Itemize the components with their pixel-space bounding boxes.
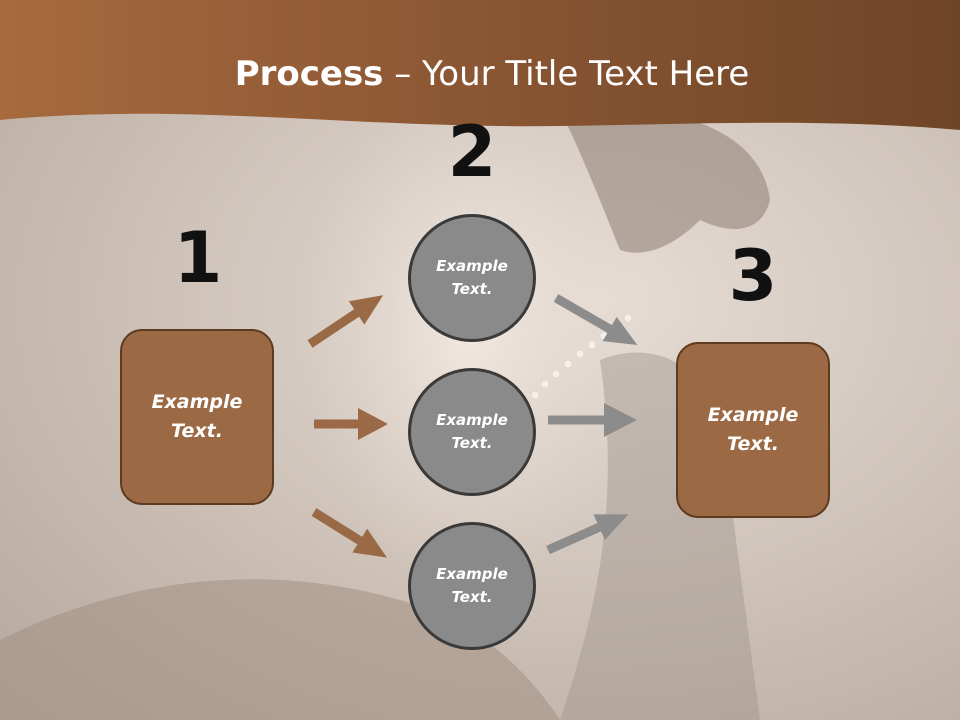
step-3-number: 3 (728, 235, 778, 317)
step-1-text: Example Text. (151, 391, 243, 442)
arrow-1-to-circle-1 (307, 295, 384, 348)
arrow-circle-1-to-3 (553, 294, 638, 345)
step-2-circle-2[interactable]: Example Text. (408, 368, 536, 496)
arrow-circle-2-to-3 (548, 403, 637, 437)
circle-3-text: Example Text. (436, 565, 508, 606)
step-1-number: 1 (173, 217, 223, 299)
header-band (0, 0, 960, 130)
step-2-circle-1[interactable]: Example Text. (408, 214, 536, 342)
title-rest: – Your Title Text Here (383, 54, 750, 94)
step-3-box[interactable]: Example Text. (676, 342, 830, 518)
arrow-1-to-circle-3 (311, 508, 387, 558)
slide-title: Process – Your Title Text Here (0, 52, 960, 96)
step-2-circle-3[interactable]: Example Text. (408, 522, 536, 650)
circle-2-text: Example Text. (436, 411, 508, 452)
arrow-circle-3-to-3 (546, 514, 629, 555)
step-2-number: 2 (447, 111, 497, 193)
step-3-text: Example Text. (707, 404, 799, 455)
circle-1-text: Example Text. (436, 257, 508, 298)
figure-hair (560, 107, 770, 253)
title-bold: Process (234, 54, 384, 94)
arrow-1-to-circle-2 (314, 408, 388, 440)
step-1-box[interactable]: Example Text. (120, 329, 274, 505)
